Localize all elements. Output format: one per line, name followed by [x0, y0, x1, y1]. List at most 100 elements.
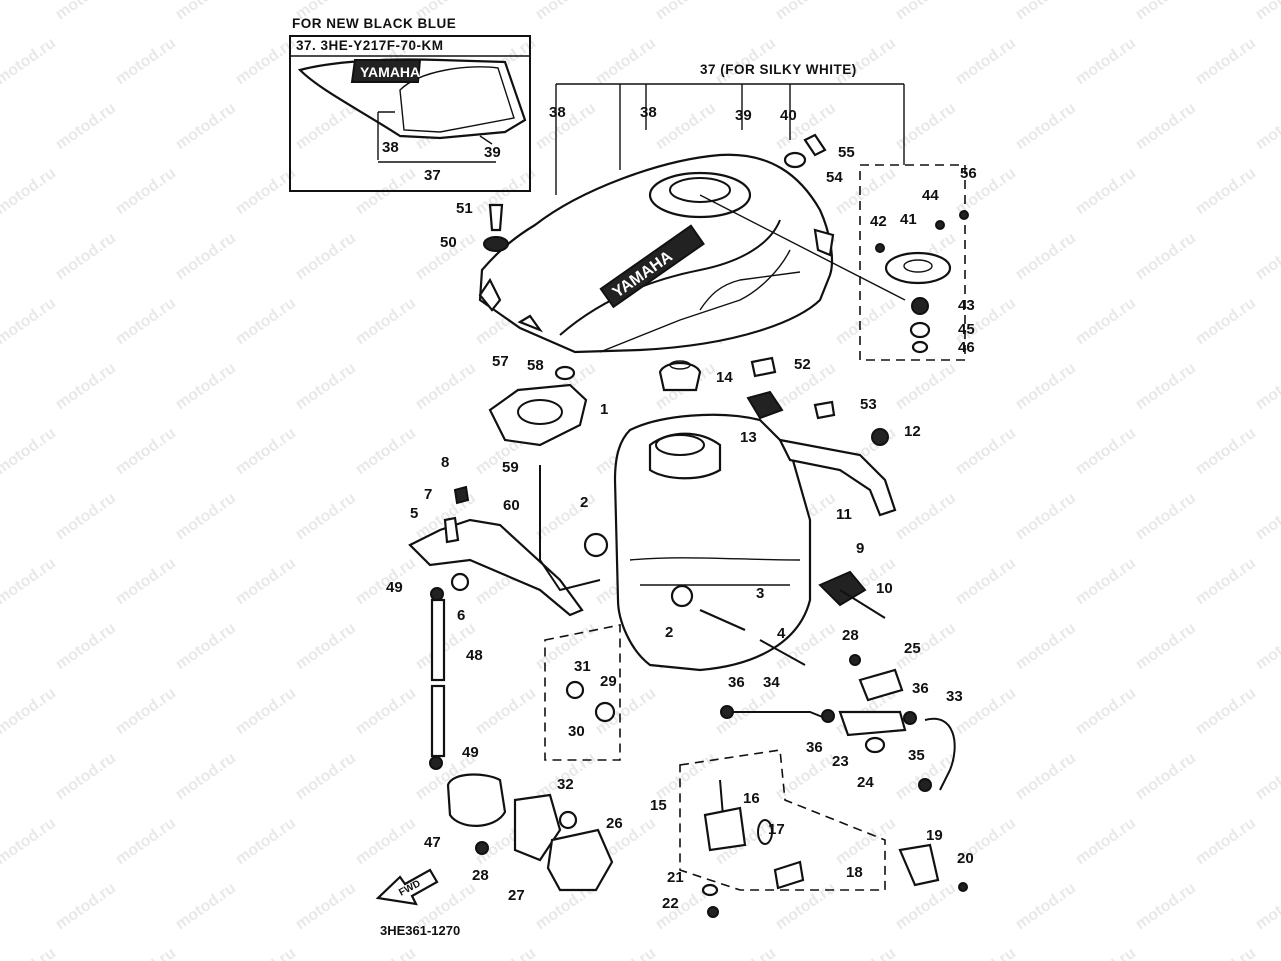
callout-7: 7: [424, 486, 432, 503]
bolt-12: [871, 428, 889, 446]
watermark-text: motod.ru: [53, 360, 120, 414]
callout-38a: 38: [549, 104, 566, 121]
callout-29: 29: [600, 673, 617, 690]
tube-3: [699, 608, 746, 632]
fwd-arrow-icon: [375, 868, 439, 906]
screw-22: [707, 906, 719, 918]
callout-60: 60: [503, 497, 520, 514]
inset-part-code: 37. 3HE-Y217F-70-KM: [296, 38, 444, 53]
cap-assembly-box: [859, 164, 966, 361]
watermark-text: motod.ru: [1073, 555, 1140, 609]
watermark-text: motod.ru: [1013, 360, 1080, 414]
inset-frame: [289, 35, 531, 192]
callout-35: 35: [908, 747, 925, 764]
clip-24: [864, 736, 886, 754]
damper-2b: [670, 584, 694, 608]
callout-3: 3: [756, 585, 764, 602]
watermark-text: motod.ru: [113, 425, 180, 479]
fuel-tank-body: [583, 413, 812, 672]
inset-leader-right: [479, 135, 493, 145]
watermark-text: motod.ru: [833, 295, 900, 349]
watermark-text: motod.ru: [293, 230, 360, 284]
watermark-text: motod.ru: [1013, 100, 1080, 154]
callout-46: 46: [958, 339, 975, 356]
callout-23: 23: [832, 753, 849, 770]
callout-36c: 36: [806, 739, 823, 756]
fuel-cock-assembly: [679, 749, 968, 918]
cover-57: [488, 383, 588, 447]
plate-7: [443, 516, 460, 544]
callout-32: 32: [557, 776, 574, 793]
watermark-text: motod.ru: [1013, 620, 1080, 674]
watermark-text: motod.ru: [653, 0, 720, 23]
callout-2a: 2: [580, 494, 588, 511]
watermark-text: motod.ru: [173, 620, 240, 674]
fuel-pump-47: [446, 773, 507, 827]
callout-59: 59: [502, 459, 519, 476]
watermark-text: motod.ru: [233, 815, 300, 869]
pad-52: [750, 356, 777, 378]
inset-new-black-blue: FOR NEW BLACK BLUE 37. 3HE-Y217F-70-KM Y…: [289, 16, 531, 192]
callout-22: 22: [662, 895, 679, 912]
callout-58: 58: [527, 357, 544, 374]
watermark-text: motod.ru: [893, 100, 960, 154]
clip-35: [918, 778, 932, 792]
watermark-text: motod.ru: [1073, 685, 1140, 739]
callout-16: 16: [743, 790, 760, 807]
callout-51: 51: [456, 200, 473, 217]
watermark-text: motod.ru: [293, 100, 360, 154]
bolt-55: [803, 133, 827, 157]
callout-5: 5: [410, 505, 418, 522]
cap-leader-line: [699, 194, 906, 301]
cap-washer-46: [911, 340, 929, 354]
cap-ring-inner: [903, 259, 933, 273]
cover-fasteners: [483, 133, 827, 252]
cover-tab-right: [813, 228, 835, 257]
watermark-text: motod.ru: [413, 360, 480, 414]
watermark-text: motod.ru: [1253, 880, 1281, 934]
cover-57-hole: [517, 399, 563, 425]
watermark-text: motod.ru: [173, 360, 240, 414]
cap-gasket-45: [909, 321, 931, 339]
callout-11: 11: [836, 506, 852, 523]
cap-14-top: [669, 360, 691, 370]
callout-48: 48: [466, 647, 483, 664]
bolt-4: [759, 639, 806, 666]
callout-1: 1: [600, 401, 608, 418]
callout-20: 20: [957, 850, 974, 867]
watermark-text: motod.ru: [953, 425, 1020, 479]
watermark-text: motod.ru: [293, 880, 360, 934]
watermark-text: motod.ru: [893, 880, 960, 934]
clamp-36b: [821, 709, 835, 723]
callout-28a: 28: [842, 627, 859, 644]
tank-filler-top: [655, 434, 705, 456]
clip-20: [958, 882, 968, 892]
callout-42: 42: [870, 213, 887, 230]
watermark-text: motod.ru: [53, 0, 120, 23]
damper-13: [746, 390, 784, 420]
watermark-text: motod.ru: [113, 555, 180, 609]
watermark-text: motod.ru: [833, 945, 900, 961]
clamp-36a: [720, 705, 734, 719]
watermark-text: motod.ru: [893, 0, 960, 23]
watermark-text: motod.ru: [1133, 100, 1200, 154]
callout-8: 8: [441, 454, 449, 471]
collar-10: [839, 589, 886, 619]
watermark-text: motod.ru: [353, 425, 420, 479]
clamp-36c: [903, 711, 917, 725]
callout-44: 44: [922, 187, 939, 204]
watermark-text: motod.ru: [0, 555, 59, 609]
callout-17: 17: [768, 821, 785, 838]
watermark-text: motod.ru: [293, 360, 360, 414]
watermark-text: motod.ru: [893, 360, 960, 414]
callout-2b: 2: [665, 624, 673, 641]
watermark-text: motod.ru: [0, 165, 59, 219]
tank-rear-bracket: [746, 356, 897, 666]
inset-label-38: 38: [382, 139, 399, 156]
watermark-text: motod.ru: [53, 750, 120, 804]
cap-seal-43: [911, 297, 929, 315]
watermark-text: motod.ru: [1133, 360, 1200, 414]
watermark-text: motod.ru: [533, 100, 600, 154]
tank-seam: [629, 557, 801, 561]
callout-28b: 28: [472, 867, 489, 884]
